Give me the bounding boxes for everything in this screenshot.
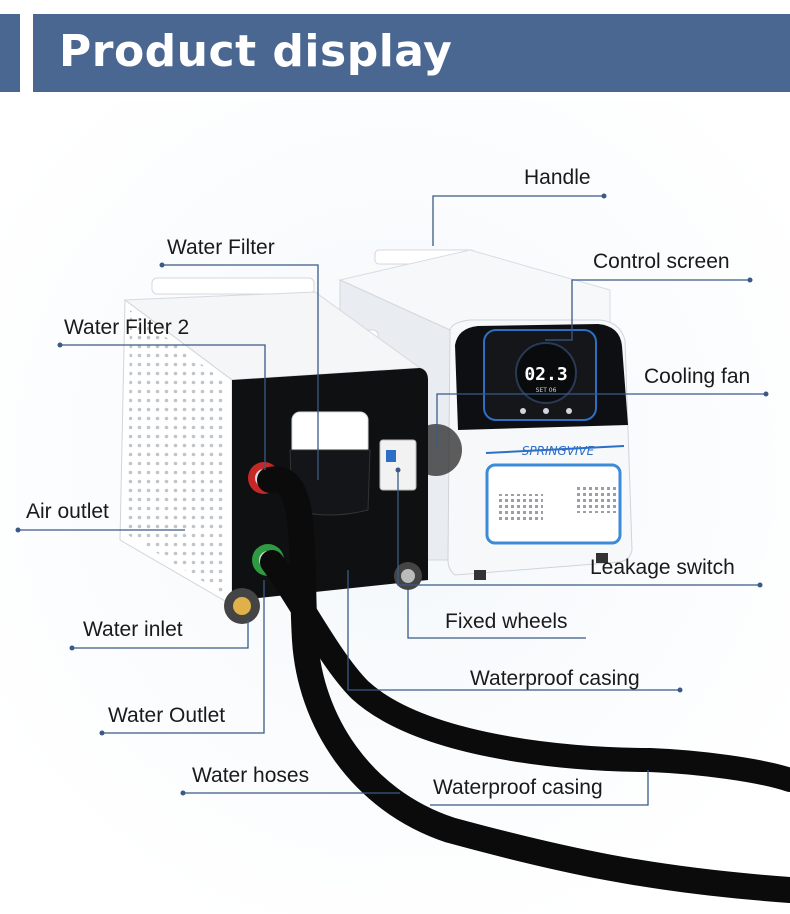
- label-water-filter-2: Water Filter 2: [64, 316, 190, 339]
- label-control-screen: Control screen: [593, 250, 730, 273]
- brand-logo: SPRINGVIVE: [522, 444, 595, 458]
- front-unit: [119, 277, 428, 624]
- display-value: 02.3: [524, 364, 567, 385]
- page-title: Product display: [59, 26, 453, 77]
- label-water-outlet: Water Outlet: [108, 704, 226, 727]
- label-waterproof-casing-1: Waterproof casing: [470, 667, 640, 690]
- callout-dots: [15, 193, 769, 796]
- label-cooling-fan: Cooling fan: [644, 365, 751, 388]
- label-handle: Handle: [524, 166, 591, 189]
- label-water-inlet: Water inlet: [83, 618, 183, 641]
- label-air-outlet: Air outlet: [26, 500, 109, 523]
- label-water-filter: Water Filter: [167, 236, 275, 259]
- label-water-hoses: Water hoses: [192, 764, 310, 787]
- label-fixed-wheels: Fixed wheels: [445, 610, 568, 633]
- header-banner: Product display: [33, 14, 790, 92]
- callout-lines: [18, 195, 766, 806]
- water-hoses: [257, 466, 790, 903]
- display-subtext: SET 06: [536, 387, 557, 394]
- header-accent-bar: [0, 14, 20, 92]
- label-waterproof-casing-2: Waterproof casing: [433, 776, 603, 799]
- label-leakage-switch: Leakage switch: [590, 556, 735, 579]
